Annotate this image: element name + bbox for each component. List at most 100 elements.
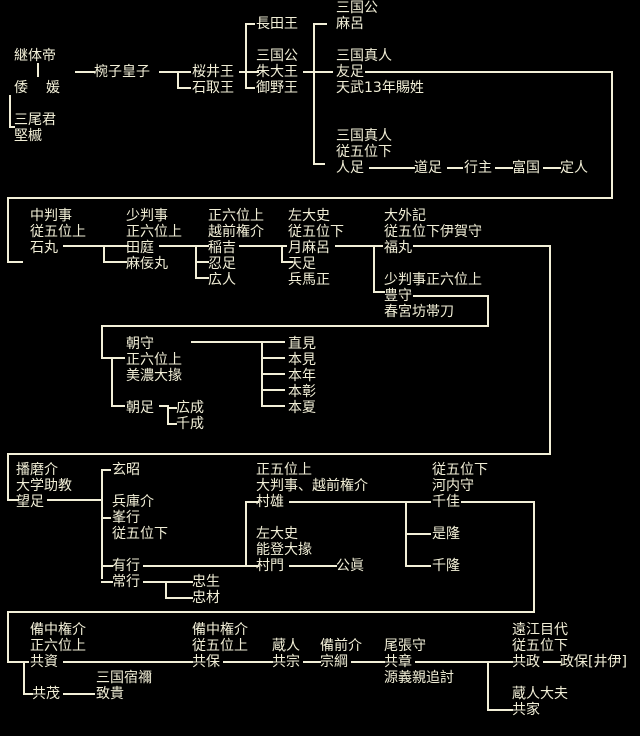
person-line: 媛 [46, 80, 60, 96]
line-tomotari-continue [7, 71, 613, 263]
person-motonen: 本年 [288, 368, 316, 384]
person-line: 大判事、越前権介 [256, 478, 368, 494]
person-tsuneyuki: 常行 [112, 574, 140, 590]
person-line: 桜井王 [192, 64, 234, 80]
person-line: 正六位上 [126, 224, 182, 240]
person-line: 三尾君 [14, 112, 56, 128]
person-line: 備前介 [320, 638, 362, 654]
person-tadaki: 忠材 [192, 590, 220, 606]
person-line: 三国真人 [336, 48, 392, 64]
person-line: 従五位下 [432, 462, 488, 478]
person-name: 望足 [16, 494, 44, 510]
person-line: 従五位上 [192, 638, 248, 654]
person-hiroshige: 広成 [176, 400, 204, 416]
line-asamori-asatari [111, 357, 125, 407]
line-akenooh-minu [245, 71, 255, 89]
person-yukinushi: 行主 [464, 160, 492, 176]
line-ariyuki-murao [143, 501, 259, 567]
person-name: 田庭 [126, 240, 154, 256]
person-line: 忠生 [192, 574, 220, 590]
person-tomomune: 蔵人共宗 [272, 638, 300, 670]
person-motoaki: 本彰 [288, 384, 316, 400]
person-fukumaru: 大外記従五位下伊賀守福丸 [384, 208, 482, 256]
line-tsuneyuki-children [143, 581, 193, 599]
line-inayoshi-children [195, 245, 209, 279]
person-oshitari: 忍足 [208, 256, 236, 272]
person-akenooh: 三国公朱大王 [256, 48, 298, 80]
person-mio: 三尾君 [14, 112, 56, 128]
person-tomikuni: 富国 [512, 160, 540, 176]
person-line: 蔵人大夫 [512, 686, 568, 702]
line-sakurai-iwatori [177, 71, 191, 89]
person-line: 麻佞丸 [126, 256, 168, 272]
person-line: 中判事 [30, 208, 72, 224]
person-en: 媛 [46, 80, 60, 96]
person-name: 共家 [512, 702, 540, 718]
person-line: 少判事 [126, 208, 168, 224]
line-taniwa-asomaru [103, 245, 127, 263]
person-name: 共資 [30, 654, 58, 670]
person-koretaka: 是隆 [432, 526, 460, 542]
person-iwatori: 石取王 [192, 80, 234, 96]
person-line: 有行 [112, 558, 140, 574]
person-line: 公眞 [336, 558, 364, 574]
person-line: 大学助教 [16, 478, 72, 494]
person-name: 千佳 [432, 494, 460, 510]
person-line: 直見 [288, 336, 316, 352]
person-line: 定人 [560, 160, 588, 176]
person-name: 麻呂 [336, 16, 364, 32]
person-line: 兵馬正 [288, 272, 330, 288]
person-minu: 御野王 [256, 80, 298, 96]
person-name: 朱大王 [256, 64, 298, 80]
person-line: 千成 [176, 416, 204, 432]
person-line: 広人 [208, 272, 236, 288]
person-tomotari: 三国真人友足天武13年賜姓 [336, 48, 424, 96]
person-line: 正六位上 [208, 208, 264, 224]
person-mochitari: 播磨介大学助教望足 [16, 462, 72, 510]
person-motonatsu: 本夏 [288, 400, 316, 416]
person-line: 本年 [288, 368, 316, 384]
person-line: 備中権介 [192, 622, 248, 638]
person-sakurai: 桜井王 [192, 64, 234, 80]
person-hitotari: 三国真人従五位下人足 [336, 128, 392, 176]
line-tsukimaro-children [281, 245, 293, 263]
person-chitaka: 千隆 [432, 558, 460, 574]
person-line: 能登大掾 [256, 542, 312, 558]
person-name: 稲吉 [208, 240, 236, 256]
person-line: 道足 [414, 160, 442, 176]
person-line: 朝足 [126, 400, 154, 416]
person-name: 春宮坊帯刀 [384, 304, 454, 320]
person-line: 富国 [512, 160, 540, 176]
person-line: 本夏 [288, 400, 316, 416]
person-line: 正六位上 [30, 638, 86, 654]
person-line: 広成 [176, 400, 204, 416]
person-name: 共保 [192, 654, 220, 670]
person-line: 椀子皇子 [94, 64, 150, 80]
person-tadao: 忠生 [192, 574, 220, 590]
person-toyomori: 少判事正六位上豊守春宮坊帯刀 [384, 272, 482, 320]
person-chikaki: 三国宿禰致貴 [96, 670, 152, 702]
person-line: 行主 [464, 160, 492, 176]
person-line: 播磨介 [16, 462, 58, 478]
line-tomosuke-tomoshige [23, 661, 33, 695]
person-line: 石取王 [192, 80, 234, 96]
line-chikayoshi-continue [7, 501, 535, 663]
person-name: 石丸 [30, 240, 58, 256]
person-tomoie: 蔵人大夫共家 [512, 686, 568, 718]
person-nagata: 長田王 [256, 16, 298, 32]
person-line: 忠材 [192, 590, 220, 606]
person-line: 堅槭 [14, 128, 42, 144]
person-ametari: 天足 [288, 256, 316, 272]
person-name: 宗綱 [320, 654, 348, 670]
line-sakurai-branch [239, 23, 255, 73]
person-line: 共茂 [32, 686, 60, 702]
line-fukumaru-toyomori [373, 245, 385, 293]
person-line: 長田王 [256, 16, 298, 32]
person-line: 常行 [112, 574, 140, 590]
person-line: 蔵人 [272, 638, 300, 654]
person-wanko: 椀子皇子 [94, 64, 150, 80]
person-line: 左大史 [288, 208, 330, 224]
person-kenkai: 堅槭 [14, 128, 42, 144]
person-name: 美濃大掾 [126, 368, 182, 384]
